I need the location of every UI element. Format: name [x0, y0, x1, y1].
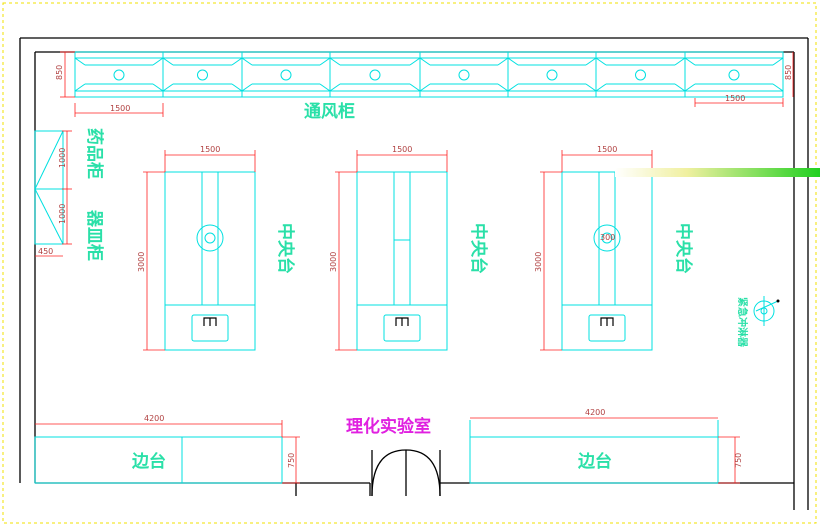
side-benches: 4200 4200 750 750 [34, 408, 743, 484]
dim-bench-length: 3000 [137, 252, 146, 272]
central-bench [356, 171, 448, 351]
hood-edge [152, 57, 164, 66]
hood-dimensions: 850 850 1500 1500 [55, 51, 794, 117]
hood-edge [74, 57, 86, 66]
bench-socket [196, 224, 224, 252]
hood-edge [497, 83, 509, 92]
hood-edge [674, 83, 686, 92]
hood-edge [329, 83, 341, 92]
hood-edge [772, 83, 784, 92]
label-central-bench-1: 中央台 [275, 223, 296, 274]
hood-vent [197, 69, 208, 81]
dim-bench-width: 1500 [200, 145, 220, 154]
sink-icon [588, 314, 626, 342]
hood-edge [419, 57, 431, 66]
label-side-bench-left: 边台 [131, 451, 166, 472]
hood-edge [684, 83, 696, 92]
hood-edge [329, 57, 341, 66]
hood-vent [728, 69, 740, 81]
hood-edge [419, 83, 431, 92]
label-glassware-cabinet: 器皿柜 [84, 209, 105, 261]
hood-edge [152, 83, 164, 92]
gradient-marker [615, 168, 820, 177]
hood-edge [409, 57, 421, 66]
hood-edge [585, 83, 597, 92]
hood-edge [409, 83, 421, 92]
bench-socket [593, 224, 621, 252]
hood-edge [162, 83, 174, 92]
fume-hood-row [74, 51, 784, 98]
dim-hood-depth-right: 850 [784, 65, 793, 80]
label-side-bench-right: 边台 [577, 451, 612, 472]
door [371, 449, 441, 497]
label-fume-hood: 通风柜 [304, 101, 355, 122]
dim-bench-width: 1500 [392, 145, 412, 154]
hood-edge [319, 57, 331, 66]
label-central-bench-3: 中央台 [673, 223, 694, 274]
hood-edge [231, 83, 243, 92]
faucet-icon [203, 317, 217, 326]
dim-hood-depth-left: 850 [55, 65, 64, 80]
hood-edge [241, 83, 253, 92]
hood-edge [241, 57, 253, 66]
label-central-bench-2: 中央台 [468, 223, 489, 274]
sink-icon [191, 314, 229, 342]
dim-side-bench-right: 4200 [585, 408, 605, 417]
label-eyewash: 紧急冲淋器 [736, 297, 749, 348]
hood-edge [772, 57, 784, 66]
bench-socket [601, 232, 613, 244]
eyewash-station [753, 296, 780, 326]
central-benches: 1500 3000 1500 3000 1500 3000 [137, 145, 653, 351]
faucet-icon [600, 317, 614, 326]
cabinets: 1000 1000 450 [34, 130, 72, 257]
dim-cabinet-depth: 450 [38, 247, 53, 256]
label-room-name: 理化实验室 [346, 416, 431, 437]
dim-bench-length: 3000 [329, 252, 338, 272]
hood-edge [684, 57, 696, 66]
hood-vent [546, 69, 558, 81]
room-walls [19, 37, 809, 510]
dim-side-bench-left: 4200 [144, 414, 164, 423]
sink-icon [383, 314, 421, 342]
hood-edge [497, 57, 509, 66]
dim-side-depth-left: 750 [287, 453, 296, 468]
bench-socket [204, 232, 216, 244]
dim-hood-width-left: 1500 [110, 104, 130, 113]
hood-edge [231, 57, 243, 66]
dim-bench-width: 1500 [597, 145, 617, 154]
hood-vent [369, 69, 381, 81]
dim-sink-spacing: 300 [600, 233, 615, 242]
dim-glassware-cabinet: 1000 [58, 204, 67, 224]
hood-edge [74, 83, 86, 92]
hood-vent [280, 69, 292, 81]
hood-edge [585, 57, 597, 66]
hood-vent [458, 69, 470, 81]
dim-bench-length: 3000 [534, 252, 543, 272]
hood-edge [507, 83, 519, 92]
hood-edge [162, 57, 174, 66]
hood-vent [113, 69, 125, 81]
hood-edge [674, 57, 686, 66]
central-bench [561, 171, 653, 351]
dim-chemical-cabinet: 1000 [58, 148, 67, 168]
hood-edge [595, 83, 607, 92]
central-bench [164, 171, 256, 351]
hood-edge [319, 83, 331, 92]
hood-vent [635, 69, 646, 81]
faucet-icon [395, 317, 409, 326]
hood-edge [507, 57, 519, 66]
hood-edge [595, 57, 607, 66]
label-chemical-cabinet: 药品柜 [84, 128, 105, 179]
dim-side-depth-right: 750 [734, 453, 743, 468]
dim-hood-width-right: 1500 [725, 94, 745, 103]
